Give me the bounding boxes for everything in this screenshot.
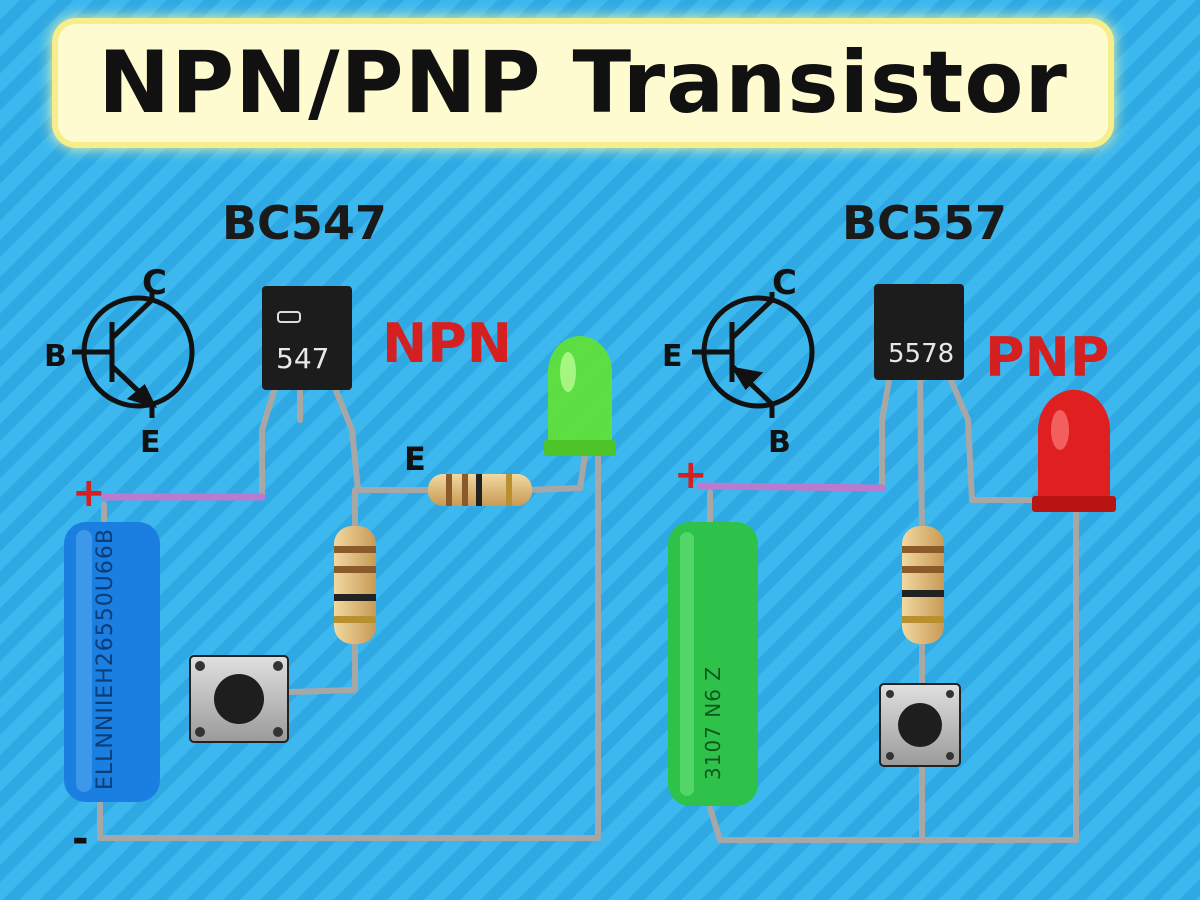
page-title: NPN/PNP Transistor (98, 33, 1068, 133)
right-battery-text: 3107 N6 Z (701, 666, 725, 780)
right-resistor-vertical (902, 526, 944, 644)
right-transistor: 5578 (874, 284, 964, 380)
npn-symbol (72, 292, 195, 418)
right-wires (707, 372, 1079, 843)
right-type-label: PNP (985, 326, 1110, 389)
left-pin-b: B (44, 339, 67, 374)
left-plus: + (72, 470, 106, 516)
left-battery: ELLNNIIEH26550U66B (64, 522, 160, 802)
left-pin-c: C (142, 263, 167, 303)
right-pin-c: C (772, 263, 797, 303)
left-battery-text: ELLNNIIEH26550U66B (93, 528, 118, 790)
left-type-label: NPN (382, 312, 512, 375)
right-battery: 3107 N6 Z (668, 522, 758, 806)
right-positive-wire (696, 482, 886, 492)
right-part-number: BC557 (842, 196, 1007, 250)
right-led (1032, 389, 1116, 512)
left-stray-label: E (404, 440, 426, 478)
left-wires (97, 385, 601, 841)
right-transistor-marking: 5578 (888, 339, 954, 369)
right-push-button (879, 683, 961, 767)
left-resistor-vertical (334, 526, 376, 644)
pnp-symbol (692, 292, 815, 418)
right-plus: + (674, 452, 708, 498)
title-banner (58, 24, 1108, 142)
left-pin-e: E (140, 425, 161, 460)
left-transistor-marking: 547 (276, 342, 329, 375)
left-transistor: 547 (262, 286, 352, 390)
right-pin-e: E (662, 339, 683, 374)
left-push-button (189, 655, 289, 743)
left-led (544, 336, 616, 456)
left-part-number: BC547 (222, 196, 387, 250)
left-minus: - (72, 816, 89, 862)
left-resistor-horizontal (428, 474, 532, 506)
right-pin-b: B (768, 425, 791, 460)
